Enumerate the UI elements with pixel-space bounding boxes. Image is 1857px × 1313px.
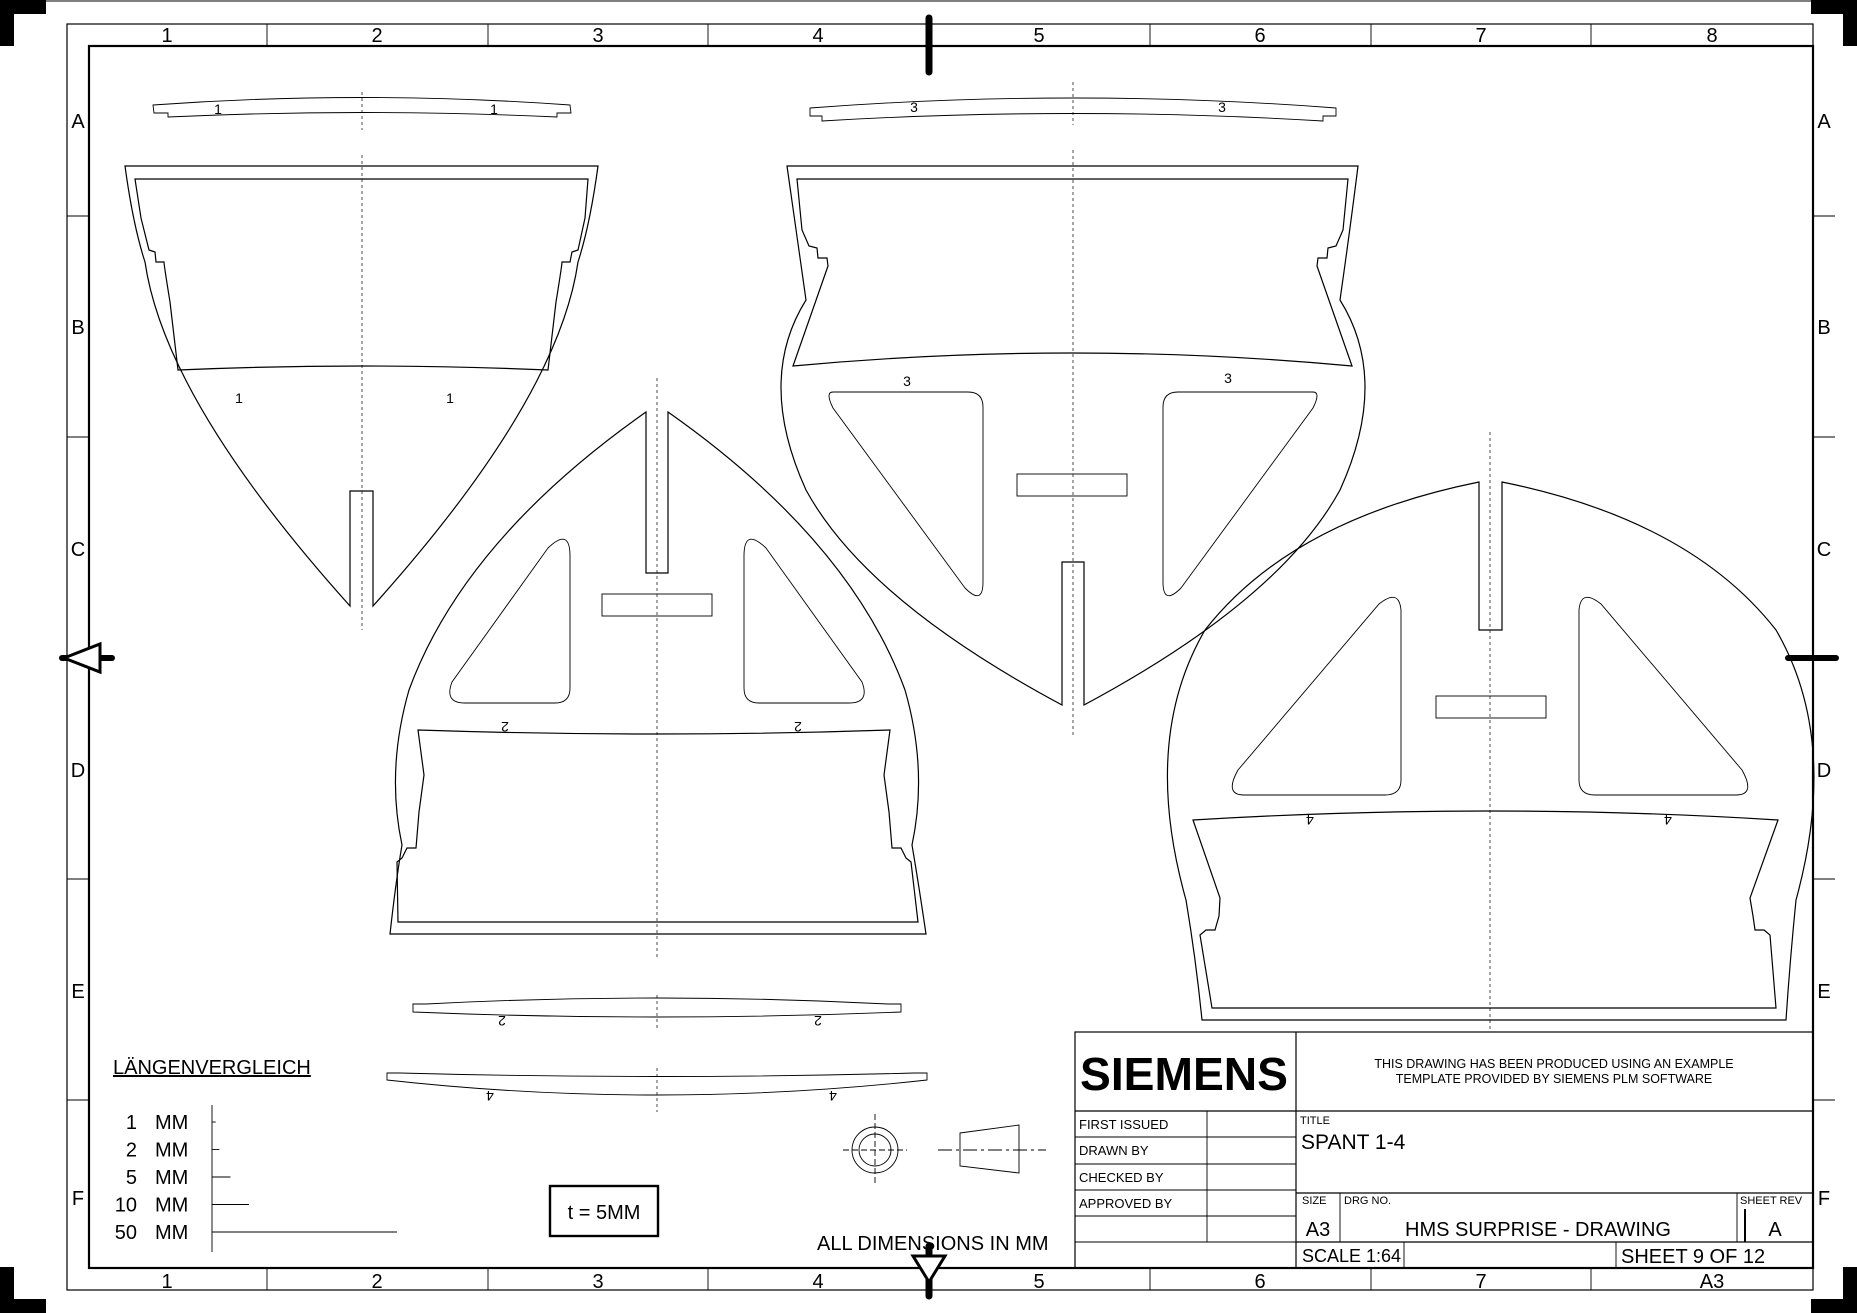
sheet-number: SHEET 9 OF 12 — [1621, 1246, 1765, 1268]
approved-by-label: APPROVED BY — [1079, 1196, 1173, 1211]
scale-bar-value: 10 — [115, 1195, 137, 1217]
sheet-revision: A — [1768, 1219, 1782, 1241]
scale-bar-value: 50 — [115, 1222, 137, 1244]
row-label-right: A — [1817, 111, 1831, 133]
checked-by-label: CHECKED BY — [1079, 1170, 1164, 1185]
part-label-3: 3 — [910, 99, 918, 115]
col-label-top: 1 — [161, 25, 172, 47]
drawing-title: SPANT 1-4 — [1301, 1131, 1406, 1154]
part-label-3: 3 — [1224, 370, 1232, 386]
frame-3-part: 3 3 3 3 — [780, 82, 1366, 736]
thickness-note: t = 5MM — [568, 1202, 641, 1224]
scale-bar-value: 2 — [126, 1140, 137, 1162]
part-label-1: 1 — [490, 101, 498, 117]
row-label-left: D — [71, 760, 85, 782]
sheet-size: A3 — [1306, 1219, 1330, 1241]
col-label-bottom: 1 — [161, 1271, 172, 1293]
row-label-left: E — [71, 981, 84, 1003]
scale-bar-value: 1 — [126, 1112, 137, 1134]
template-note-line2: TEMPLATE PROVIDED BY SIEMENS PLM SOFTWAR… — [1396, 1072, 1713, 1086]
row-label-left: B — [71, 317, 84, 339]
part-label-1: 1 — [214, 101, 222, 117]
outer-frame — [66, 23, 1814, 1291]
scale-bar-title: LÄNGENVERGLEICH — [113, 1057, 311, 1079]
drg-no-caption: DRG NO. — [1344, 1195, 1391, 1207]
title-block: SIEMENS THIS DRAWING HAS BEEN PRODUCED U… — [1074, 1031, 1814, 1269]
frame-1-part: 1 1 1 1 — [124, 92, 599, 630]
size-caption: SIZE — [1302, 1195, 1326, 1207]
frame-2-part: 2 2 2 2 — [389, 378, 927, 1030]
col-label-top: 4 — [812, 25, 823, 47]
row-label-right: C — [1817, 539, 1831, 561]
scale-bar-unit: MM — [155, 1167, 188, 1189]
template-note-line1: THIS DRAWING HAS BEEN PRODUCED USING AN … — [1374, 1057, 1733, 1071]
zone-ticks — [67, 24, 1835, 1290]
part-label-4: 4 — [1306, 812, 1314, 828]
first-issued-label: FIRST ISSUED — [1079, 1117, 1168, 1132]
col-label-top: 7 — [1475, 25, 1486, 47]
row-label-right: E — [1817, 981, 1830, 1003]
part-label-4: 4 — [1664, 812, 1672, 828]
drawing-number: HMS SURPRISE - DRAWING — [1405, 1219, 1671, 1241]
dimensions-note: ALL DIMENSIONS IN MM — [817, 1233, 1049, 1255]
col-label-bottom: 3 — [592, 1271, 603, 1293]
centering-marks — [59, 14, 1839, 1300]
projection-symbol — [843, 1114, 1046, 1186]
part-label-1: 1 — [235, 390, 243, 406]
scale-bar-unit: MM — [155, 1112, 188, 1134]
part-label-1: 1 — [446, 390, 454, 406]
scale-bar-unit: MM — [155, 1195, 188, 1217]
col-label-bottom: 6 — [1254, 1271, 1265, 1293]
col-label-bottom: A3 — [1700, 1271, 1724, 1293]
col-label-top: 6 — [1254, 25, 1265, 47]
row-label-left: C — [71, 539, 85, 561]
scale-bar-unit: MM — [155, 1140, 188, 1162]
col-label-top: 8 — [1706, 25, 1717, 47]
col-label-top: 3 — [592, 25, 603, 47]
siemens-logo: SIEMENS — [1080, 1048, 1288, 1100]
row-label-right: D — [1817, 760, 1831, 782]
part-label-3: 3 — [1218, 99, 1226, 115]
col-label-bottom: 2 — [371, 1271, 382, 1293]
row-label-right: F — [1818, 1188, 1830, 1210]
part-label-2: 2 — [501, 719, 509, 735]
row-label-left: A — [71, 111, 85, 133]
part-label-2: 2 — [814, 1013, 822, 1029]
part-label-3: 3 — [903, 373, 911, 389]
row-label-right: B — [1817, 317, 1830, 339]
zone-labels: 1 2 3 4 5 6 7 8 1 2 3 4 5 6 7 A3 A B C D… — [71, 25, 1832, 1293]
title-caption: TITLE — [1300, 1115, 1330, 1127]
sheet-rev-caption: SHEET REV — [1740, 1195, 1803, 1207]
scale-bar-unit: MM — [155, 1222, 188, 1244]
row-label-left: F — [72, 1188, 84, 1210]
drawn-by-label: DRAWN BY — [1079, 1143, 1149, 1158]
col-label-bottom: 7 — [1475, 1271, 1486, 1293]
part-label-4: 4 — [829, 1088, 837, 1104]
thickness-note-box — [548, 1184, 660, 1238]
drawing-scale: SCALE 1:64 — [1302, 1246, 1401, 1266]
col-label-top: 5 — [1033, 25, 1044, 47]
part-label-4: 4 — [486, 1088, 494, 1104]
scale-bar-value: 5 — [126, 1167, 137, 1189]
frame-4-part: 4 4 4 4 — [386, 432, 1815, 1112]
col-label-bottom: 5 — [1033, 1271, 1044, 1293]
part-label-2: 2 — [794, 719, 802, 735]
part-label-2: 2 — [498, 1013, 506, 1029]
col-label-bottom: 4 — [812, 1271, 823, 1293]
col-label-top: 2 — [371, 25, 382, 47]
